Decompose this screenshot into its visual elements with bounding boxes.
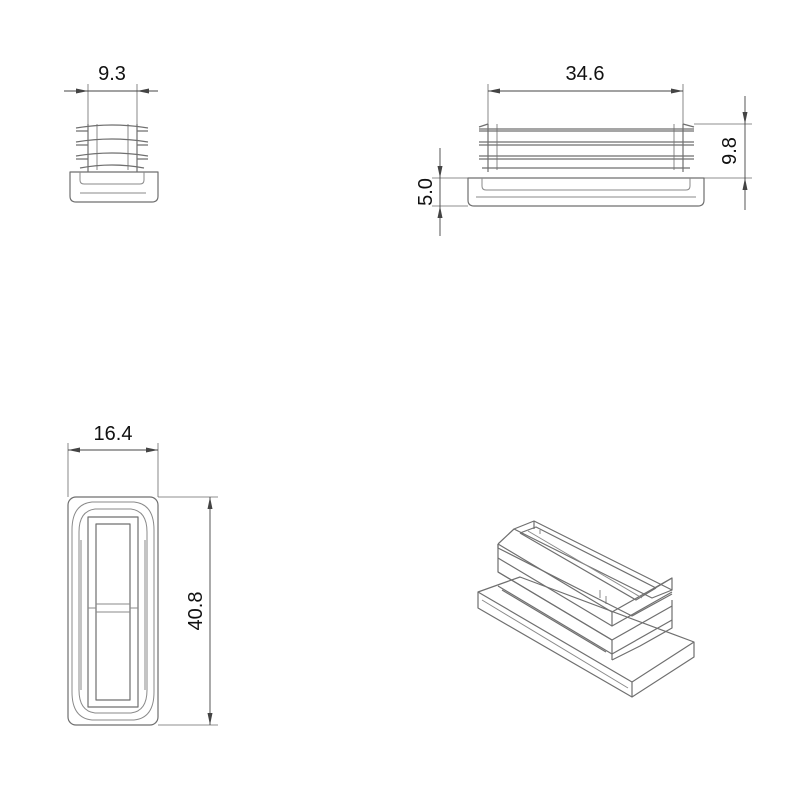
dimension-5-0-label: 5.0 [415, 178, 437, 206]
end-view-insert [75, 124, 149, 172]
top-view-body [71, 501, 155, 721]
top-view-flange [67, 496, 159, 726]
side-view-flange [467, 177, 705, 207]
isometric-rim [497, 520, 673, 617]
dimension-40-8-label: 40.8 [185, 592, 207, 631]
dimension-16-4-label: 16.4 [94, 423, 133, 445]
dimension-34-6-label: 34.6 [566, 63, 605, 85]
end-view-flange [69, 171, 159, 203]
dimension-9-8: 9.8 [694, 96, 752, 210]
dimension-16-4: 16.4 [67, 423, 159, 497]
dimension-9-3: 9.3 [64, 63, 158, 124]
isometric-flange [477, 576, 695, 698]
isometric-view [477, 520, 695, 698]
side-view-insert [478, 123, 695, 172]
end-view: 9.3 [64, 63, 159, 203]
top-view-opening [87, 516, 139, 708]
dimension-40-8: 40.8 [158, 496, 218, 726]
side-view: 34.6 9.8 5.0 [415, 63, 752, 236]
dimension-9-3-label: 9.3 [98, 63, 126, 85]
dimension-9-8-label: 9.8 [719, 137, 741, 165]
dimension-34-6: 34.6 [487, 63, 684, 124]
top-view: 16.4 40.8 [67, 423, 218, 726]
dimension-5-0: 5.0 [415, 148, 468, 236]
isometric-insert [497, 543, 673, 661]
